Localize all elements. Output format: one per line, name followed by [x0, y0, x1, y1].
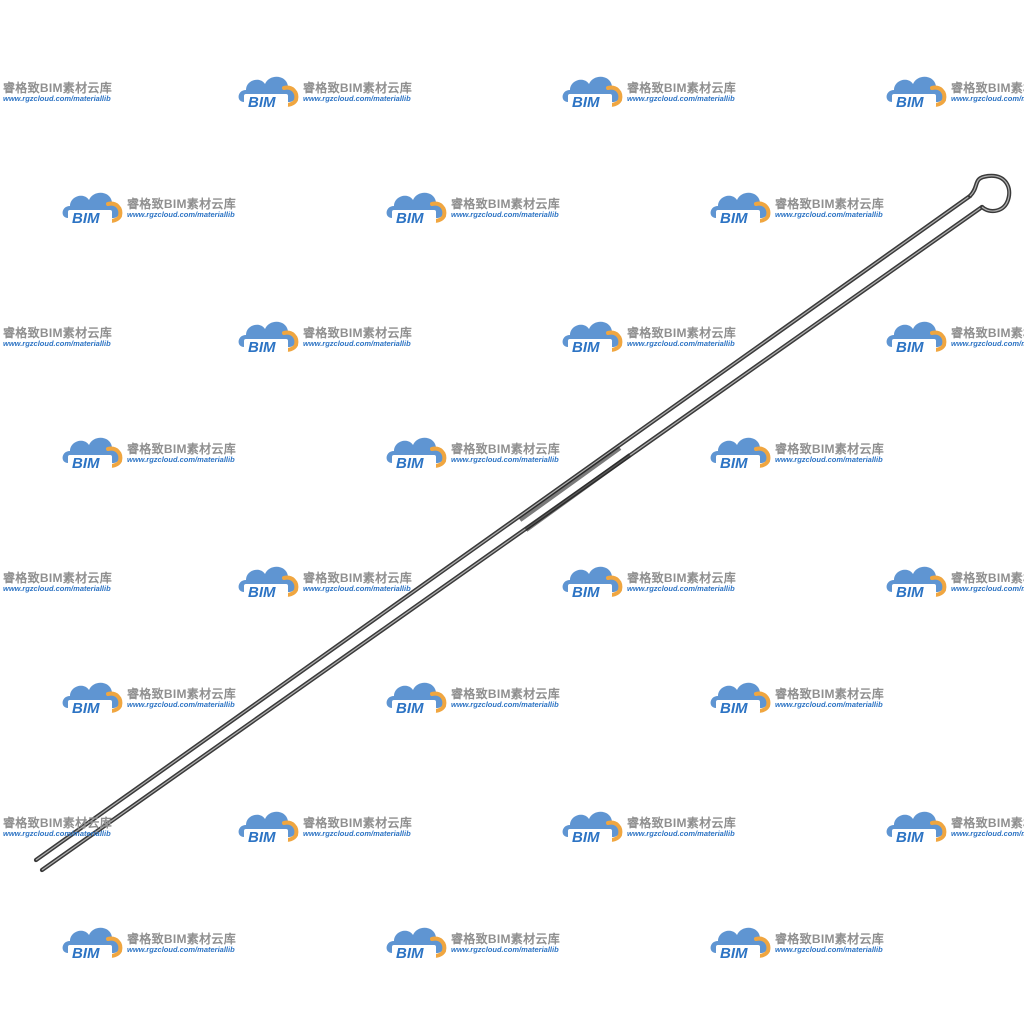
wire-loop [967, 173, 1012, 214]
